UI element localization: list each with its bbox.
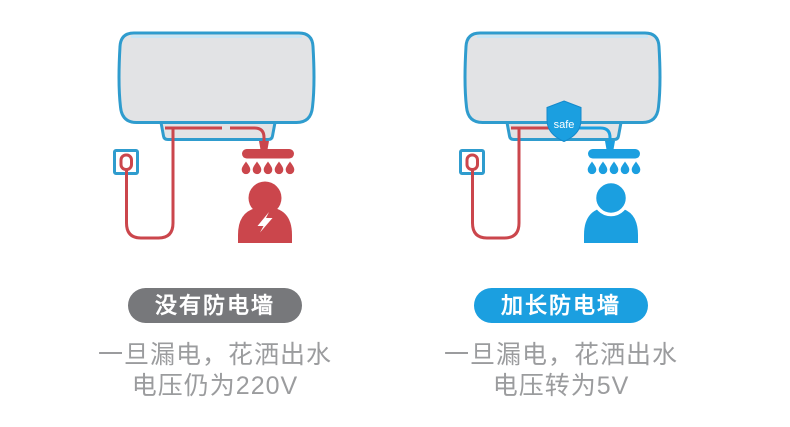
caption-with-wall-line1: 一旦漏电，花洒出水 <box>443 341 678 369</box>
caption-no-wall-line2: 电压仍为220V <box>131 372 299 400</box>
caption-with-wall-line2: 电压转为5V <box>492 372 630 400</box>
caption-with-wall: 一旦漏电，花洒出水 电压转为5V <box>381 340 741 402</box>
heater-bottom-port <box>159 121 277 141</box>
safety-shield: safe <box>546 100 582 143</box>
caption-no-wall-line1: 一旦漏电，花洒出水 <box>97 341 332 369</box>
shield-label: safe <box>554 119 575 131</box>
lightning-bolt-icon <box>257 212 273 233</box>
water-heater-tank <box>117 31 316 141</box>
water-drops <box>241 161 295 175</box>
panel-without-wall: 没有防电墙 一旦漏电，花洒出水 电压仍为220V <box>35 0 395 427</box>
power-outlet <box>113 149 139 175</box>
water-drops <box>587 161 641 175</box>
person-safe <box>584 179 638 243</box>
badge-no-wall: 没有防电墙 <box>127 288 303 323</box>
caption-no-wall: 一旦漏电，花洒出水 电压仍为220V <box>35 340 395 402</box>
electric-wire <box>125 126 222 240</box>
electric-wire <box>471 126 568 240</box>
water-pipe <box>230 126 266 149</box>
heater-illustration-danger <box>113 31 316 243</box>
shower-head <box>587 141 641 175</box>
shower-head <box>241 141 295 175</box>
person-shocked <box>238 181 292 243</box>
plug-icon <box>465 153 479 171</box>
heater-illustration-safe: safe <box>459 31 662 243</box>
water-pipe <box>576 126 612 149</box>
panel-with-wall: safe 加长防电墙 一旦漏电，花洒 <box>381 0 741 427</box>
plug-icon <box>119 153 133 171</box>
badge-with-wall: 加长防电墙 <box>473 288 649 323</box>
